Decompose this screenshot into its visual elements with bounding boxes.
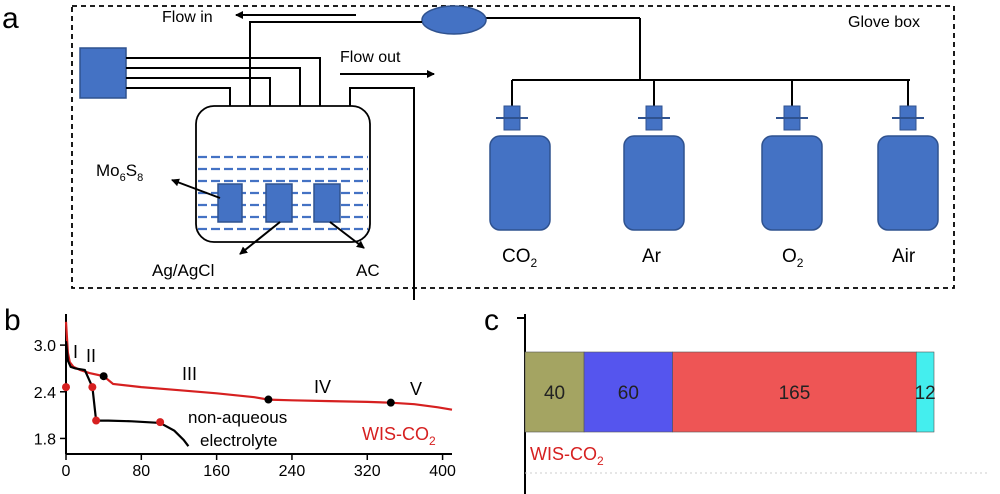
gas-cylinders: CO2 Ar O2 Air (489, 105, 939, 270)
bar-segment-3 (915, 351, 935, 433)
bar-segment-label-0: 40 (544, 383, 565, 404)
series-marker (156, 418, 165, 427)
arrow-ac (329, 221, 365, 249)
curve-label-nonaq-line2: electrolyte (200, 431, 277, 450)
region-label-iii: III (182, 364, 197, 384)
region-label-i: I (73, 342, 78, 362)
region-label-iv: IV (314, 377, 331, 397)
chart-b-y-tick-label: 2.4 (34, 385, 56, 402)
chart-b-axes: 0 80 160 240 320 400 1.8 2.4 3.0 (34, 314, 456, 480)
chart-c-bars: 40 60 165 12 (524, 351, 936, 433)
region-label-v: V (410, 379, 422, 399)
series-marker (62, 383, 70, 392)
series-line-non-aqueous (64, 341, 190, 447)
label-air: Air (892, 246, 916, 267)
label-ar: Ar (642, 246, 662, 267)
chart-b-plot (62, 321, 453, 447)
label-mo6s8: Mo6S8 (96, 161, 143, 184)
series-marker (99, 372, 108, 381)
arrow-mo6s8 (171, 178, 221, 199)
glove-box-label: Glove box (848, 14, 920, 31)
bar-segment-label-1: 60 (618, 383, 639, 404)
series-marker (386, 398, 395, 407)
electrode-reference (265, 183, 293, 223)
panel-a-letter: a (2, 2, 19, 35)
cylinder-o2: O2 (761, 105, 823, 270)
cylinder-ar: Ar (623, 105, 685, 267)
series-marker (88, 383, 97, 392)
label-ac: AC (356, 261, 380, 280)
flow-valve (421, 5, 487, 35)
chart-b-x-tick-label: 0 (62, 463, 71, 480)
label-ag-agcl: Ag/AgCl (152, 261, 214, 280)
chart-c-category-label: WIS-CO2 (530, 444, 604, 468)
curve-label-nonaq-line1: non-aqueous (188, 408, 287, 427)
electrode-working (217, 183, 243, 223)
cylinder-co2: CO2 (489, 105, 551, 270)
curve-label-wis: WIS-CO2 (362, 424, 436, 448)
flow-in-label: Flow in (162, 9, 213, 26)
chart-b-x-tick-label: 320 (354, 463, 381, 480)
panel-c: c 40 60 165 12 WIS-CO2 (484, 304, 990, 494)
bar-segment-1 (583, 351, 673, 433)
label-o2: O2 (782, 246, 804, 270)
chart-b-x-tick-label: 80 (132, 463, 150, 480)
series-line-wis-co2 (64, 321, 453, 411)
chart-b-x-tick-label: 160 (203, 463, 230, 480)
bar-segment-label-3: 12 (915, 383, 936, 404)
series-marker (92, 416, 101, 425)
panel-c-letter: c (484, 304, 499, 337)
potentiostat (79, 47, 127, 99)
panel-a: a Glove box Flow in Flow out (2, 2, 955, 300)
flow-out-label: Flow out (340, 49, 401, 66)
chart-b-x-tick-label: 240 (279, 463, 306, 480)
arrow-ag-agcl (239, 221, 281, 255)
panel-b: b 0 80 160 240 320 400 1.8 2.4 3.0 I II III IV V… (4, 304, 456, 480)
panel-b-letter: b (4, 304, 21, 337)
cylinder-air: Air (877, 105, 939, 267)
electrode-counter (313, 183, 341, 223)
series-marker (264, 395, 273, 404)
chart-b-x-tick-label: 400 (429, 463, 456, 480)
bar-segment-2 (672, 351, 917, 433)
gas-manifold (460, 17, 910, 110)
region-label-ii: II (86, 346, 96, 366)
label-co2: CO2 (502, 246, 538, 270)
glove-box-boundary (71, 5, 955, 289)
bar-segment-label-2: 165 (779, 383, 811, 404)
chart-b-y-tick-label: 3.0 (34, 338, 56, 355)
chart-b-y-tick-label: 1.8 (34, 431, 56, 448)
